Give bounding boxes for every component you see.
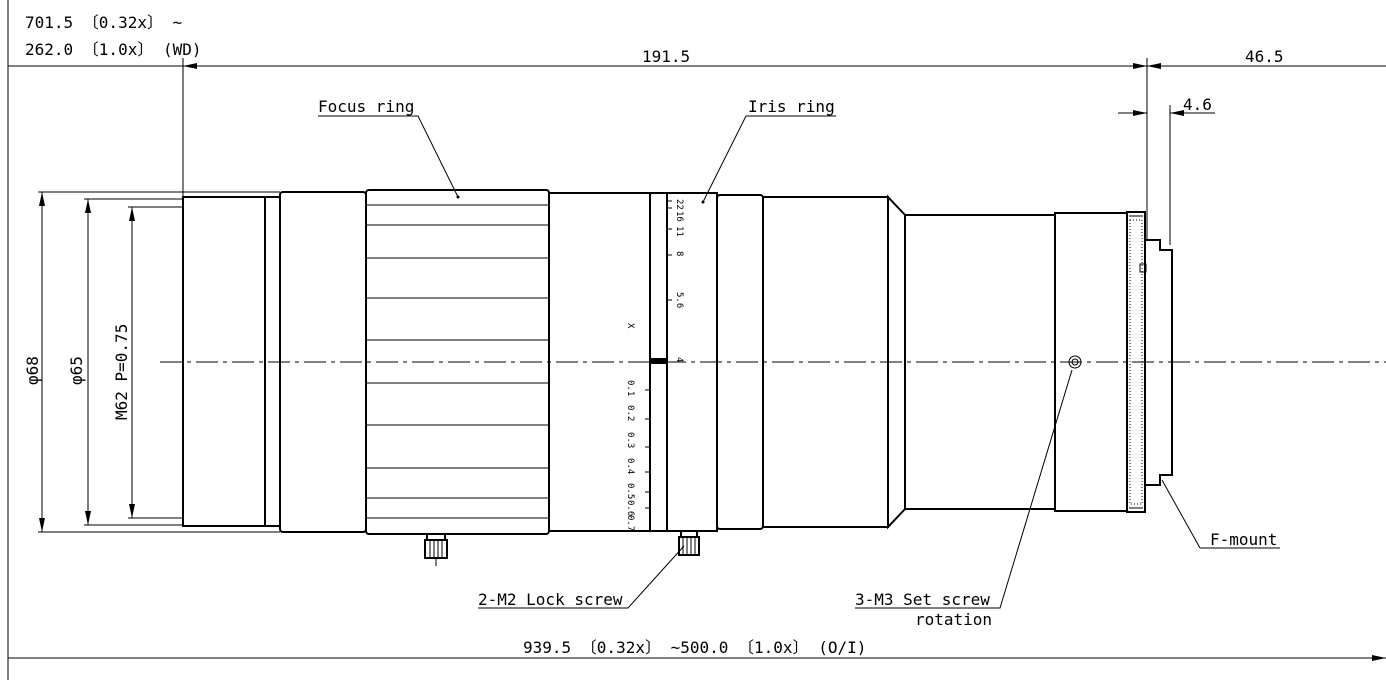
wd-text-2: 262.0 〔1.0x〕 (WD) (25, 40, 202, 59)
dimension-top (8, 58, 1386, 245)
mount-length-dim: 46.5 (1245, 47, 1284, 66)
svg-text:0.6: 0.6 (625, 500, 635, 516)
svg-text:X: X (625, 323, 635, 329)
svg-text:8: 8 (674, 251, 684, 256)
f-mount-label: F-mount (1210, 530, 1277, 549)
svg-text:16: 16 (674, 211, 684, 222)
iris-ring-label: Iris ring (748, 97, 835, 116)
dia-65-label: φ65 (67, 356, 86, 385)
svg-text:11: 11 (674, 226, 684, 237)
lock-screw (424, 530, 700, 566)
diameter-dims (38, 191, 280, 533)
thread-label: M62 P=0.75 (112, 324, 131, 420)
index-mark (649, 358, 667, 364)
iris-scale: 22 16 11 8 5.6 4 (667, 199, 684, 362)
flange-dim: 4.6 (1183, 95, 1212, 114)
wd-text-1: 701.5 〔0.32x〕 ~ (25, 13, 182, 32)
dia-68-label: φ68 (23, 356, 42, 385)
svg-text:5.6: 5.6 (674, 292, 684, 308)
oi-dim: 939.5 〔0.32x〕 ~500.0 〔1.0x〕 (O/I) (523, 638, 866, 657)
svg-text:0.4: 0.4 (625, 458, 635, 474)
focus-ring-label: Focus ring (318, 97, 414, 116)
magnification-scale: X 0.1 0.2 0.3 0.4 0.5 0.6 0.7 (625, 323, 650, 531)
svg-text:0.5: 0.5 (625, 483, 635, 499)
set-screw-label: 3-M3 Set screw (855, 590, 990, 609)
svg-text:0.7: 0.7 (625, 515, 635, 531)
svg-text:22: 22 (674, 199, 684, 210)
length-dim: 191.5 (642, 47, 690, 66)
leaders (318, 115, 1280, 609)
lock-screw-label: 2-M2 Lock screw (478, 590, 623, 609)
svg-text:4: 4 (674, 357, 684, 362)
set-screw-label-2: rotation (915, 610, 992, 629)
svg-text:0.1: 0.1 (625, 380, 635, 396)
svg-text:0.3: 0.3 (625, 432, 635, 448)
svg-text:0.2: 0.2 (625, 405, 635, 421)
